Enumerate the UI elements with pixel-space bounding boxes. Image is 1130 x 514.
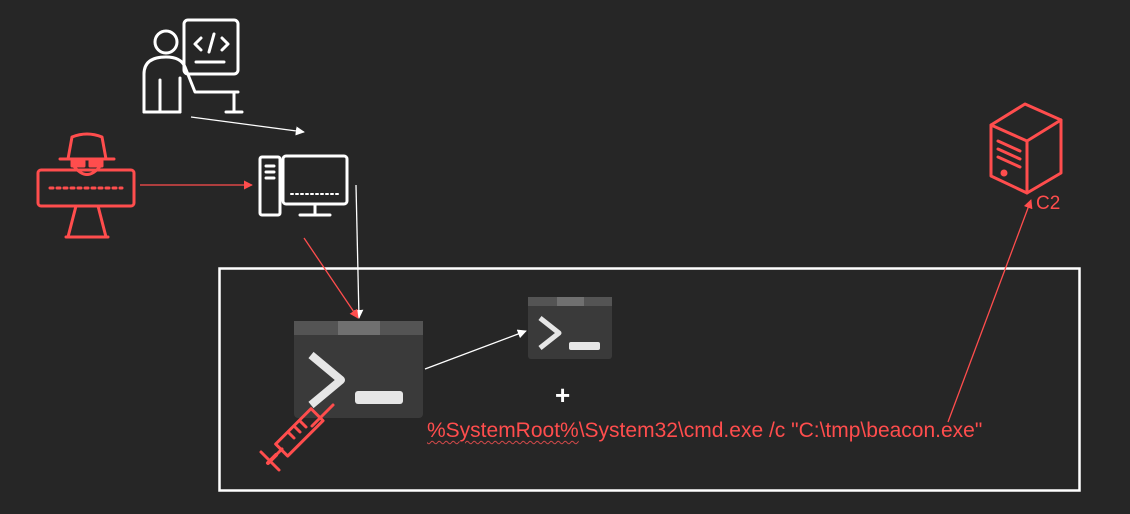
plus-sign: + bbox=[555, 380, 571, 410]
c2-label: C2 bbox=[1036, 193, 1061, 214]
arrow-workstation-to-terminal-white bbox=[354, 184, 364, 319]
arrow-command-to-c2 bbox=[947, 199, 1033, 423]
developer-at-computer-icon bbox=[142, 18, 244, 114]
windows-terminal-main-icon bbox=[294, 321, 423, 418]
syringe-icon bbox=[259, 403, 335, 472]
hacker-monitor-icon bbox=[36, 132, 136, 239]
arrow-terminal-to-child bbox=[424, 329, 527, 370]
process-boundary-box bbox=[218, 267, 1081, 492]
desktop-computer-icon bbox=[258, 154, 349, 217]
arrow-developer-to-workstation bbox=[190, 116, 305, 136]
windows-terminal-child-icon bbox=[528, 297, 612, 359]
command-env-var: %SystemRoot% bbox=[427, 419, 579, 442]
server-tower-icon bbox=[989, 102, 1063, 195]
arrow-workstation-to-terminal-red bbox=[303, 237, 359, 319]
command-line-text: %SystemRoot%\System32\cmd.exe /c "C:\tmp… bbox=[427, 419, 982, 443]
command-rest: \System32\cmd.exe /c "C:\tmp\beacon.exe" bbox=[578, 419, 983, 442]
